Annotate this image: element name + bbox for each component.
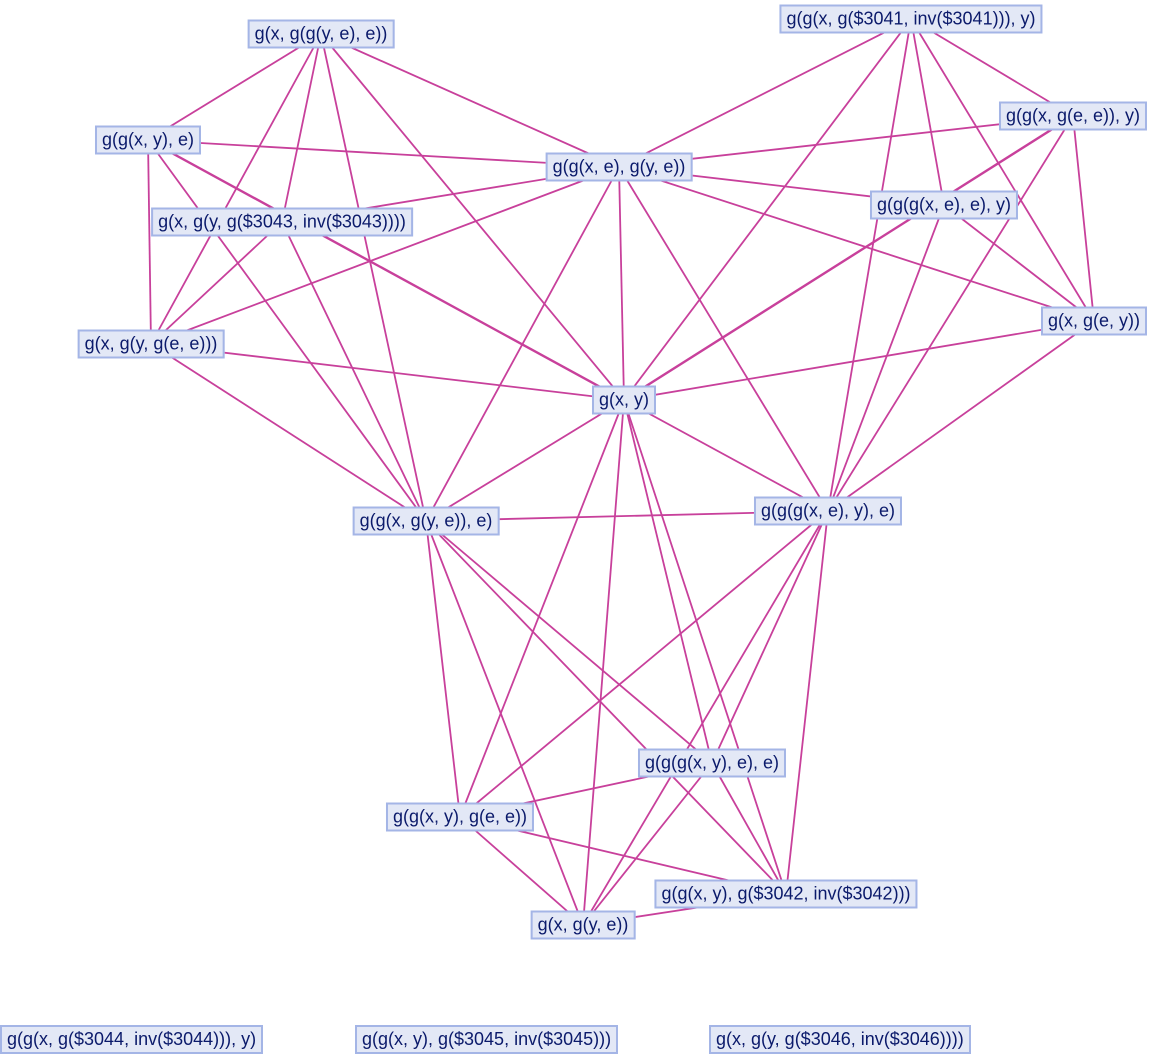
edge-L-M bbox=[711, 510, 829, 764]
edge-I-J bbox=[623, 320, 1095, 401]
graph-node[interactable]: g(g(x, g($3041, inv($3041))), y) bbox=[779, 4, 1043, 34]
graph-node[interactable]: g(x, y) bbox=[591, 385, 657, 415]
edge-A-J bbox=[320, 33, 625, 401]
graph-node[interactable]: g(g(x, g($3044, inv($3044))), y) bbox=[0, 1025, 264, 1054]
edge-F-H bbox=[150, 221, 283, 345]
graph-node[interactable]: g(g(x, y), g($3042, inv($3042))) bbox=[654, 879, 918, 909]
edge-L-P bbox=[582, 510, 829, 926]
edge-B-G bbox=[910, 18, 945, 206]
edge-J-P bbox=[582, 399, 625, 926]
edge-J-K bbox=[425, 399, 625, 522]
edge-N-P bbox=[459, 816, 584, 926]
graph-node[interactable]: g(g(x, y), g($3045, inv($3045))) bbox=[355, 1025, 619, 1054]
edge-C-J bbox=[147, 138, 625, 402]
edge-D-H bbox=[150, 166, 620, 345]
edge-K-M bbox=[425, 520, 713, 764]
edge-M-O bbox=[711, 762, 787, 895]
edge-J-O bbox=[623, 399, 787, 895]
edge-A-D bbox=[320, 33, 620, 168]
graph-node[interactable]: g(x, g(y, g(e, e))) bbox=[77, 329, 225, 359]
graph-node[interactable]: g(g(g(x, e), y), e) bbox=[753, 496, 903, 526]
graph-node[interactable]: g(g(x, g(y, e)), e) bbox=[352, 506, 500, 536]
edge-A-F bbox=[281, 33, 322, 223]
edge-B-L bbox=[827, 18, 912, 512]
edge-B-E bbox=[910, 18, 1074, 117]
edge-L-O bbox=[785, 510, 829, 895]
edge-D-E bbox=[618, 115, 1074, 168]
edge-E-J bbox=[623, 114, 1074, 402]
edge-B-I bbox=[910, 18, 1095, 322]
edge-E-L bbox=[827, 115, 1074, 512]
edge-L-N bbox=[459, 510, 829, 818]
edge-C-H bbox=[147, 139, 152, 345]
edge-A-C bbox=[147, 33, 322, 141]
edge-C-D bbox=[147, 139, 620, 168]
edge-D-I bbox=[618, 166, 1095, 322]
edge-K-O bbox=[425, 520, 787, 895]
edge-I-L bbox=[827, 320, 1095, 512]
edge-A-K bbox=[320, 33, 427, 522]
edge-J-L bbox=[623, 399, 829, 512]
edge-F-K bbox=[281, 221, 427, 522]
graph-node[interactable]: g(g(g(x, y), e), e) bbox=[637, 748, 787, 778]
graph-node[interactable]: g(g(g(x, e), e), y) bbox=[869, 190, 1019, 220]
graph-node[interactable]: g(g(x, y), e) bbox=[94, 125, 202, 155]
edge-G-L bbox=[827, 204, 945, 512]
graph-node[interactable]: g(g(x, g(e, e)), y) bbox=[998, 101, 1148, 131]
edge-D-K bbox=[425, 166, 620, 522]
edge-H-J bbox=[150, 343, 625, 401]
edge-G-I bbox=[943, 204, 1095, 322]
graph-node[interactable]: g(x, g(g(y, e), e)) bbox=[247, 19, 395, 49]
graph-node[interactable]: g(x, g(y, g($3043, inv($3043)))) bbox=[151, 207, 413, 237]
graph-node[interactable]: g(x, g(e, y)) bbox=[1040, 306, 1148, 336]
graph-node[interactable]: g(x, g(y, g($3046, inv($3046)))) bbox=[709, 1025, 971, 1054]
graph-node[interactable]: g(g(x, e), g(y, e)) bbox=[545, 152, 693, 182]
edge-K-N bbox=[425, 520, 461, 818]
edge-D-J bbox=[618, 166, 625, 401]
edge-J-M bbox=[623, 399, 713, 764]
edge-H-K bbox=[150, 343, 427, 522]
edge-D-L bbox=[618, 166, 829, 512]
edge-C-K bbox=[147, 139, 427, 522]
edge-E-I bbox=[1072, 115, 1095, 322]
edge-K-P bbox=[425, 520, 584, 926]
edge-J-N bbox=[459, 399, 625, 818]
edge-M-P bbox=[582, 762, 713, 926]
edge-B-D bbox=[618, 18, 912, 168]
graph-node[interactable]: g(x, g(y, e)) bbox=[530, 910, 636, 940]
edge-B-J bbox=[623, 18, 912, 401]
graph-node[interactable]: g(g(x, y), g(e, e)) bbox=[385, 802, 535, 832]
